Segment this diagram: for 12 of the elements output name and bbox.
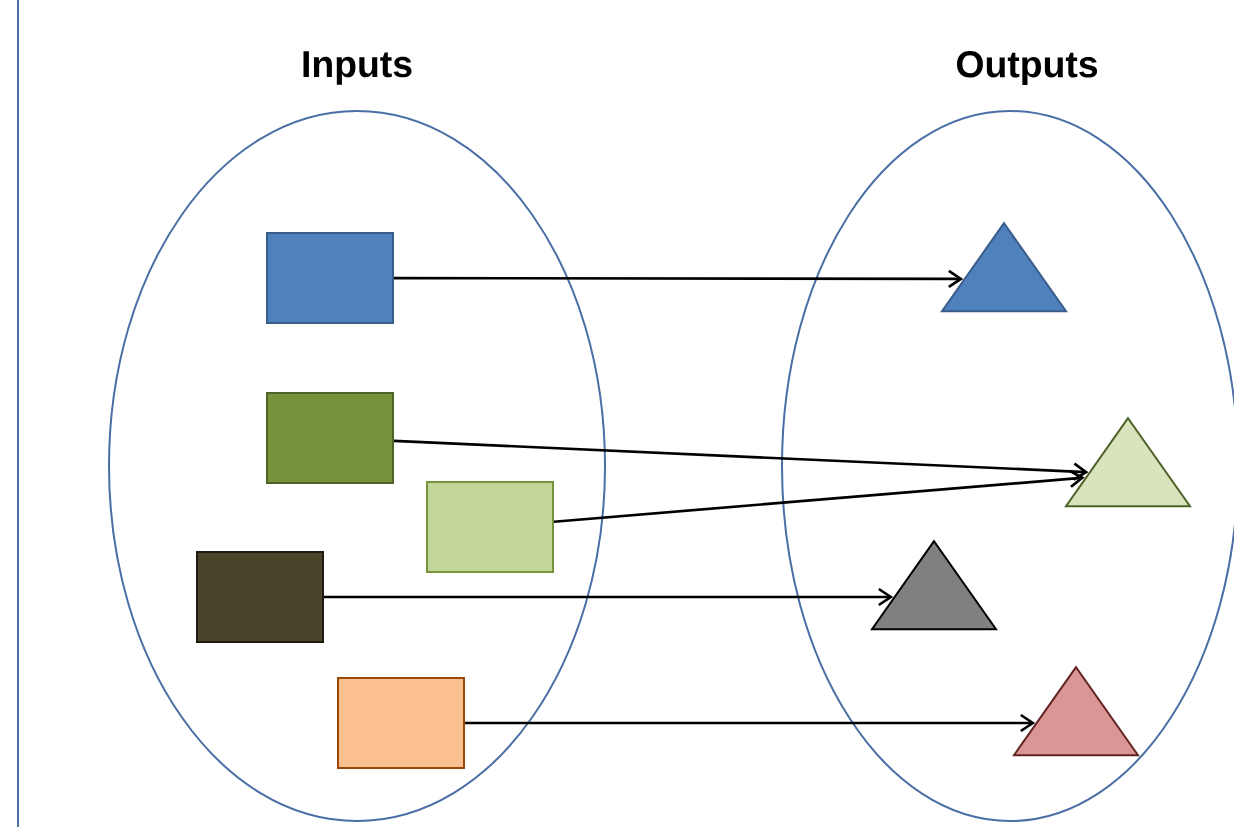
rectangle xyxy=(266,392,394,484)
arrow xyxy=(394,269,964,289)
rectangle xyxy=(426,481,554,573)
group-heading: Outputs xyxy=(957,51,1098,85)
rectangle xyxy=(266,232,394,324)
arrow xyxy=(393,439,1089,481)
group-heading: Inputs xyxy=(303,51,412,85)
arrow xyxy=(465,713,1036,733)
arrow xyxy=(324,587,894,607)
rectangle xyxy=(337,677,465,769)
arrow xyxy=(553,469,1085,524)
rectangle xyxy=(196,551,324,643)
